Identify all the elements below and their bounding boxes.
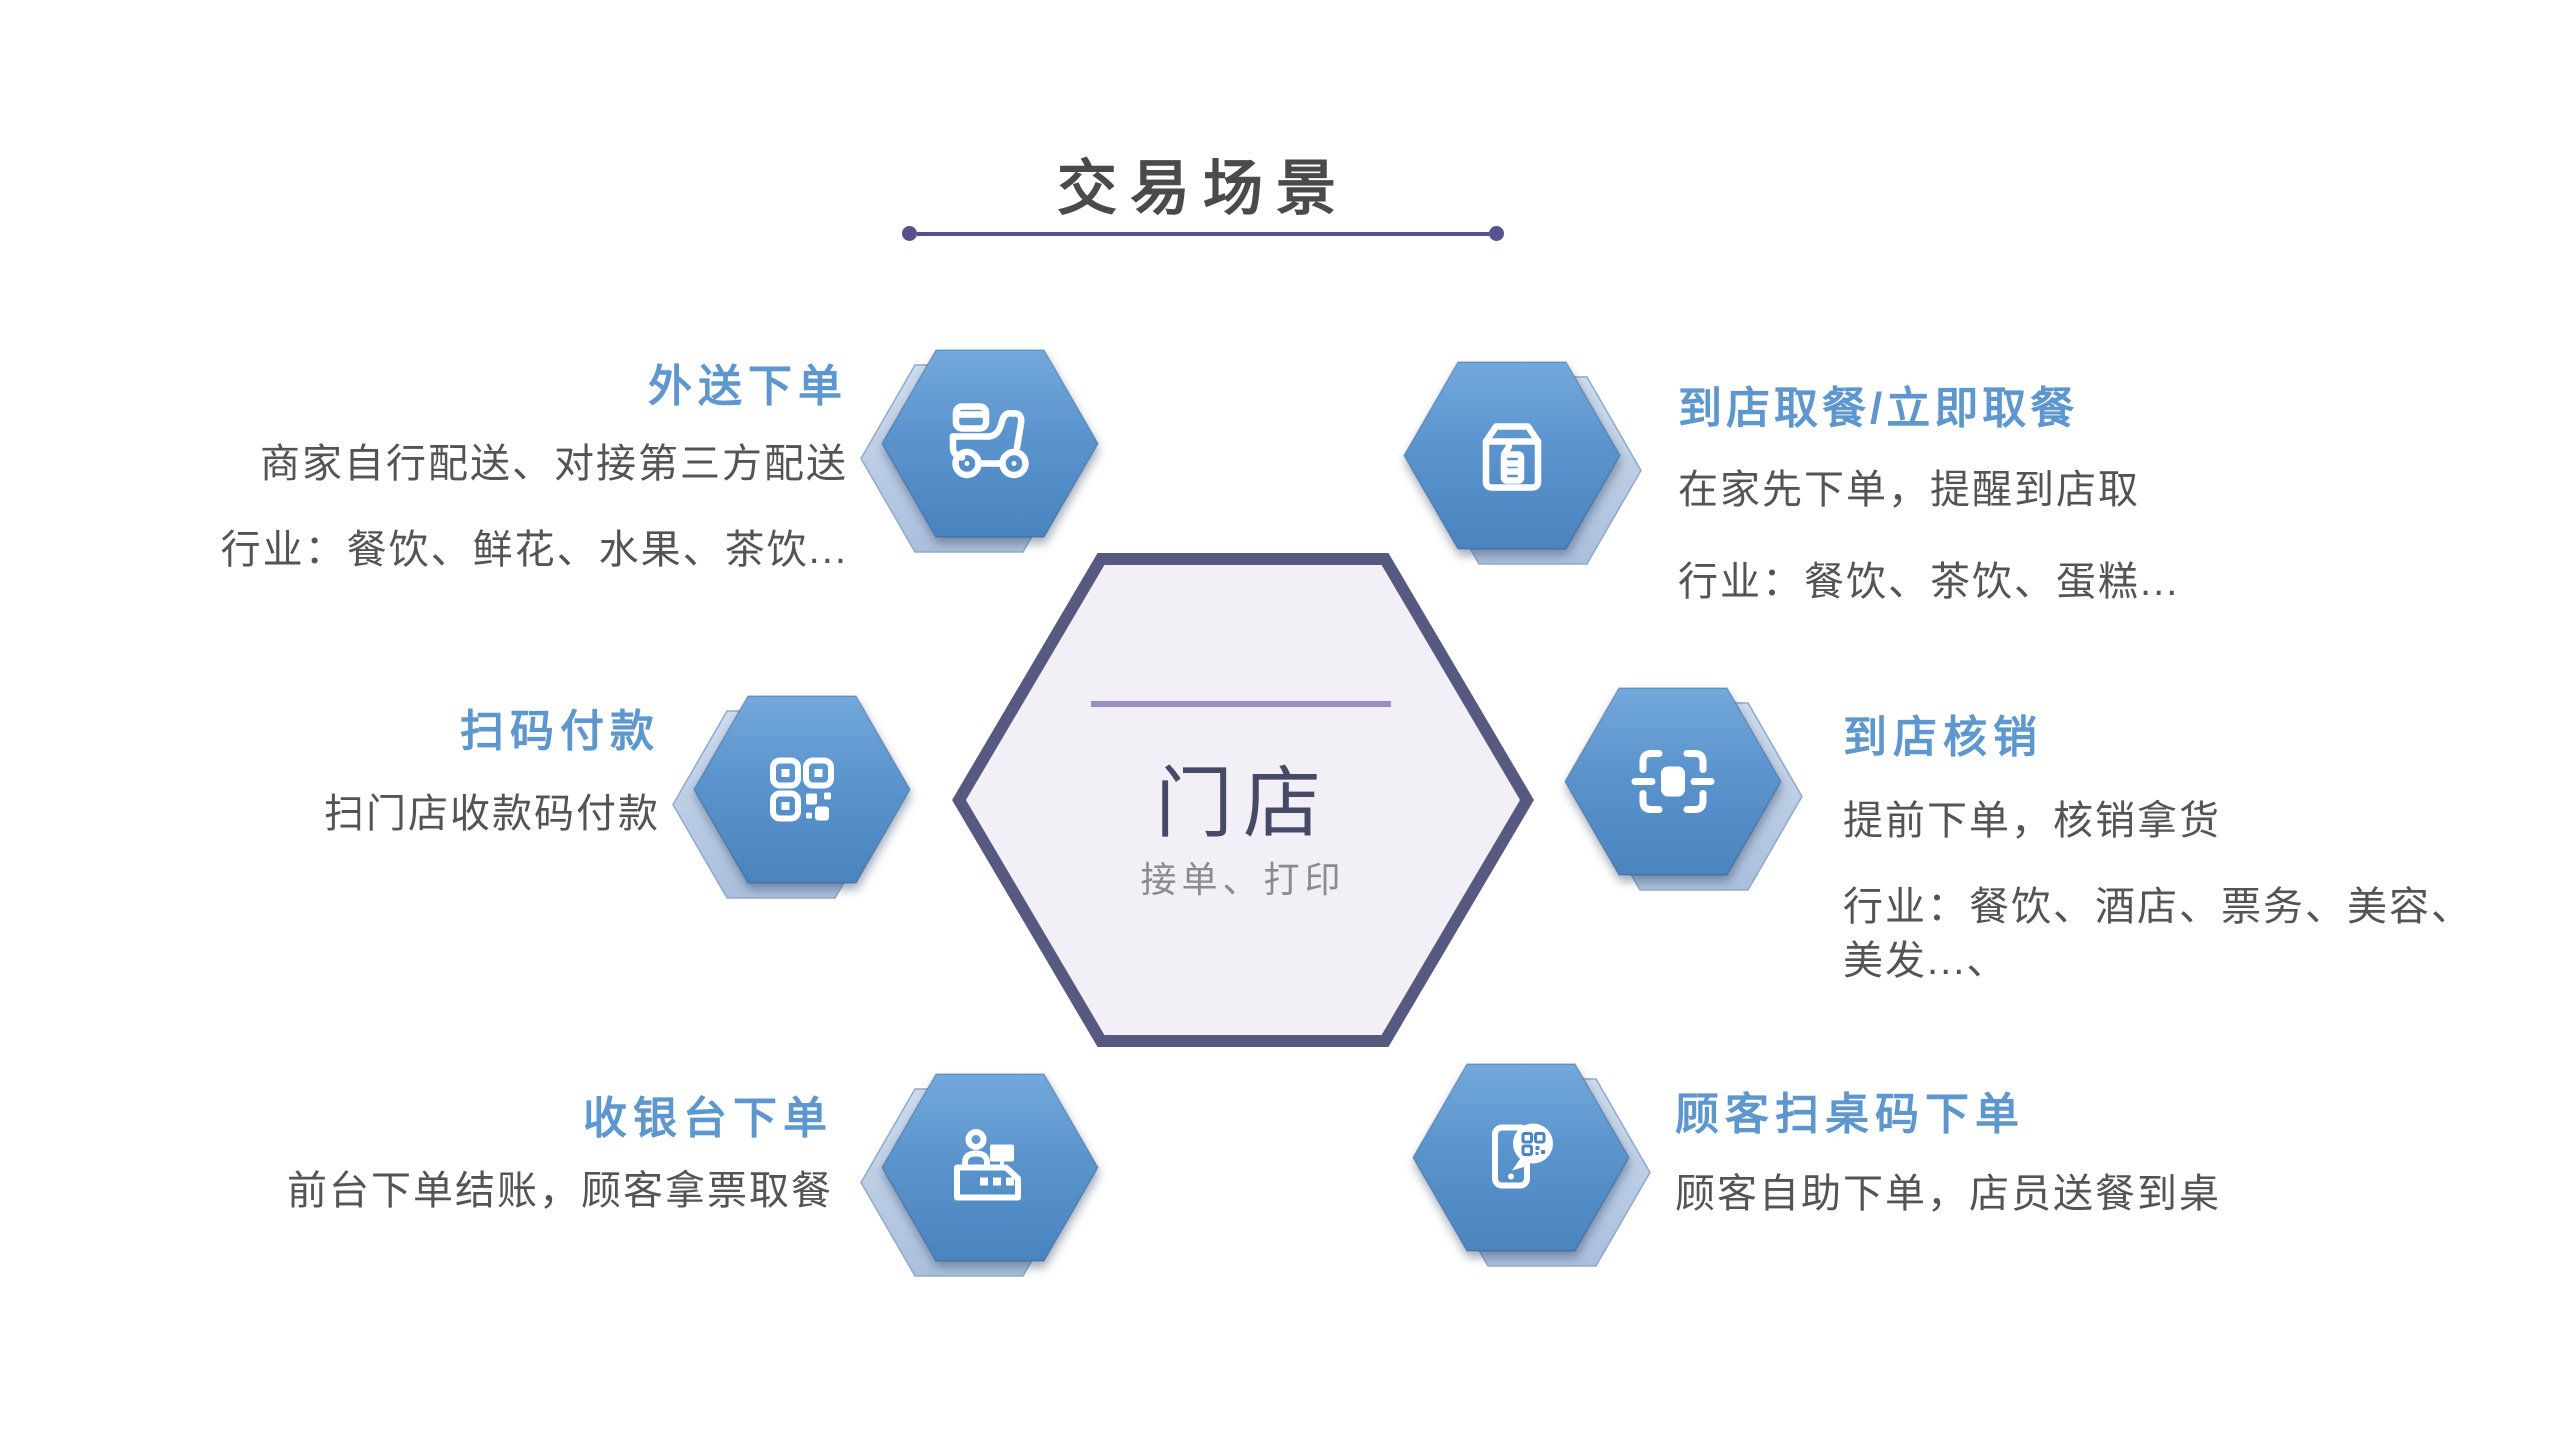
center-store-hexagon: 门店 接单、打印: [952, 549, 1534, 1051]
takeout-box-icon: [1403, 361, 1621, 550]
underline-rule: [917, 231, 1489, 236]
delivery-hexagon: [860, 349, 1099, 553]
underline-right-dot: [1489, 226, 1504, 241]
section-text-scan-pay-1: 扫门店收款码付款: [324, 792, 660, 836]
section-heading-delivery: 外送下单: [648, 362, 848, 411]
section-text-cashier-1: 前台下单结账，顾客拿票取餐: [287, 1169, 833, 1213]
cashier-desk-icon: [881, 1073, 1099, 1262]
cashier-hexagon: [860, 1073, 1099, 1277]
scooter-delivery-icon: [881, 349, 1099, 538]
section-heading-pickup: 到店取餐/立即取餐: [1678, 384, 2079, 433]
section-text-pickup-2: 行业：餐饮、茶饮、蛋糕...: [1678, 560, 2180, 604]
scan-pay-hexagon: [672, 695, 911, 899]
section-heading-table-qr: 顾客扫桌码下单: [1675, 1090, 2025, 1139]
section-text-table-qr-1: 顾客自助下单，店员送餐到桌: [1675, 1172, 2221, 1216]
center-title: 门店: [1154, 759, 1331, 847]
scan-frame-icon: [1564, 687, 1782, 876]
section-text-verify-3: 美发...、: [1843, 939, 2009, 983]
section-heading-scan-pay: 扫码付款: [460, 707, 660, 756]
qr-code-icon: [693, 695, 911, 884]
section-text-delivery-2: 行业：餐饮、鲜花、水果、茶饮...: [220, 528, 848, 572]
section-heading-verify: 到店核销: [1843, 713, 2043, 762]
section-text-pickup-1: 在家先下单，提醒到店取: [1678, 468, 2140, 512]
page-title: 交易场景: [1057, 155, 1349, 222]
title-underline: [902, 226, 1504, 241]
phone-qr-icon: [1412, 1063, 1630, 1252]
section-heading-cashier: 收银台下单: [583, 1094, 833, 1143]
section-text-verify-2: 行业：餐饮、酒店、票务、美容、: [1843, 885, 2473, 929]
section-text-delivery-1: 商家自行配送、对接第三方配送: [260, 442, 848, 486]
center-divider-line: [1091, 701, 1391, 707]
pickup-hexagon: [1403, 361, 1642, 565]
underline-left-dot: [902, 226, 917, 241]
verify-hexagon: [1564, 687, 1803, 891]
table-qr-hexagon: [1412, 1063, 1651, 1267]
section-text-verify-1: 提前下单，核销拿货: [1843, 799, 2221, 843]
center-subtitle: 接单、打印: [1140, 859, 1346, 900]
center-hexagon-shape: [952, 553, 1534, 1047]
